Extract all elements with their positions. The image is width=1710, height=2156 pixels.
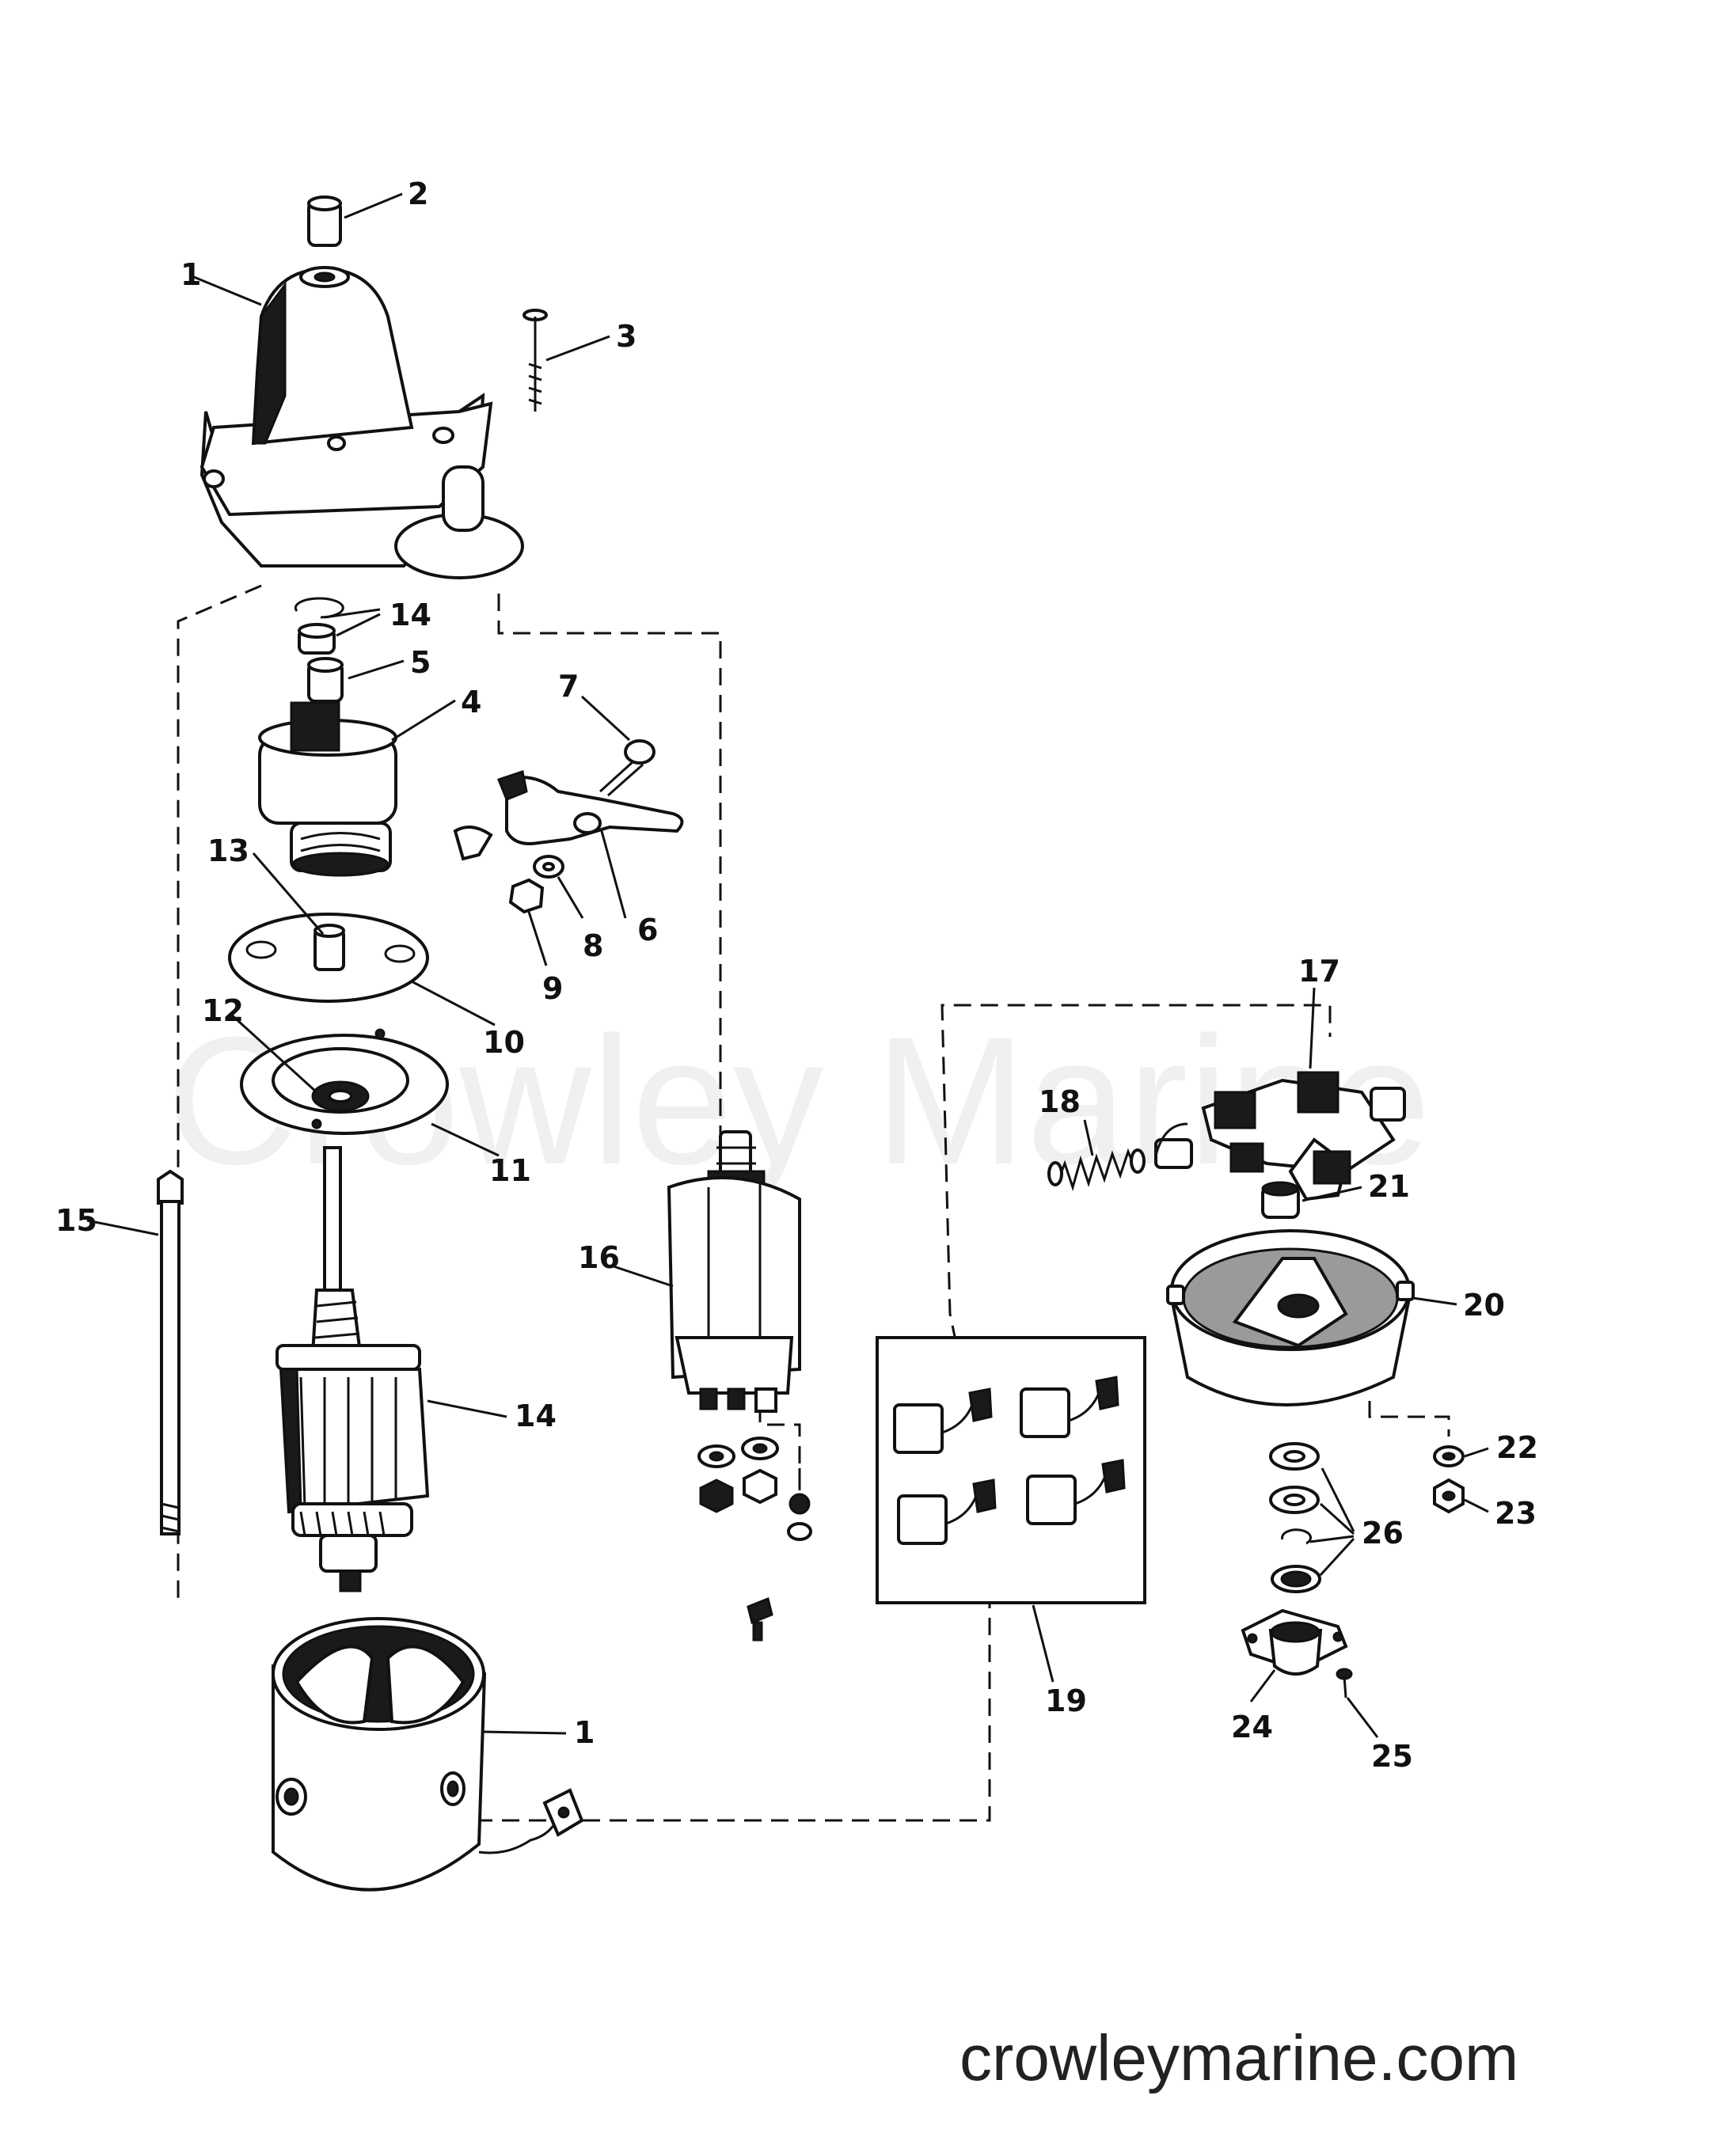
drive-pinion-assembly — [258, 701, 397, 877]
callout-18: 18 — [1039, 1084, 1081, 1119]
callout-6: 6 — [637, 913, 658, 947]
callout-16: 16 — [578, 1240, 620, 1275]
callout-1-frame: 1 — [574, 1715, 595, 1750]
callout-1-top: 1 — [180, 257, 201, 292]
callout-12: 12 — [202, 993, 244, 1028]
center-plate — [228, 913, 429, 1003]
site-url-label: crowleymarine.com — [960, 2022, 1518, 2094]
callout-14-top: 14 — [390, 598, 431, 632]
callout-10: 10 — [483, 1025, 525, 1060]
callout-26: 26 — [1362, 1516, 1404, 1551]
end-play-washers — [1269, 1442, 1321, 1593]
brush-4 — [1026, 1459, 1126, 1525]
callout-24: 24 — [1231, 1710, 1273, 1744]
bearing-plate — [240, 1028, 449, 1135]
callout-labels: 2 1 3 14 5 4 7 13 6 8 9 10 12 11 15 14 1… — [55, 177, 1538, 1774]
end-cap-washer — [1433, 1445, 1465, 1467]
commutator-end-cap — [1166, 1229, 1415, 1406]
drive-end-housing — [200, 266, 524, 579]
leader-lines — [86, 192, 1489, 1738]
brush-2 — [1020, 1376, 1119, 1438]
lever-nut — [508, 878, 545, 914]
callout-19: 19 — [1045, 1683, 1087, 1718]
shift-lever — [453, 770, 684, 861]
callout-17: 17 — [1298, 954, 1340, 989]
brush-spring — [1047, 1148, 1146, 1192]
brush-1 — [893, 1387, 993, 1454]
callout-9: 9 — [542, 971, 563, 1006]
callout-4: 4 — [461, 685, 481, 719]
callout-21: 21 — [1368, 1169, 1410, 1204]
solenoid-hardware — [697, 1437, 812, 1642]
pinion-stop-bushing — [307, 657, 344, 703]
callout-15: 15 — [55, 1203, 97, 1238]
callout-20: 20 — [1463, 1288, 1505, 1323]
snap-ring-and-collar — [294, 597, 344, 655]
field-frame — [272, 1617, 584, 1892]
callout-3: 3 — [616, 319, 636, 354]
armature — [276, 1146, 430, 1592]
callout-5: 5 — [410, 645, 431, 680]
bushing-top — [307, 195, 342, 247]
pivot-bolt — [598, 739, 656, 797]
commutator-bushing — [1261, 1181, 1300, 1219]
callout-11: 11 — [489, 1153, 531, 1188]
housing-screw — [522, 309, 548, 412]
callout-14-armature: 14 — [515, 1399, 557, 1433]
callout-23: 23 — [1495, 1496, 1537, 1531]
cover-screw — [1336, 1668, 1353, 1699]
solenoid — [667, 1130, 801, 1413]
callout-25: 25 — [1371, 1739, 1413, 1774]
callout-22: 22 — [1496, 1430, 1538, 1465]
callout-7: 7 — [558, 669, 579, 704]
callout-2: 2 — [408, 177, 428, 211]
through-bolt — [157, 1169, 184, 1535]
brush-set-inset — [876, 1336, 1146, 1604]
bearing-cover — [1241, 1608, 1348, 1676]
callout-13: 13 — [207, 833, 249, 868]
end-cap-nut — [1433, 1478, 1465, 1514]
lever-washer — [533, 855, 564, 879]
brush-3 — [897, 1478, 997, 1545]
callout-8: 8 — [583, 928, 603, 963]
